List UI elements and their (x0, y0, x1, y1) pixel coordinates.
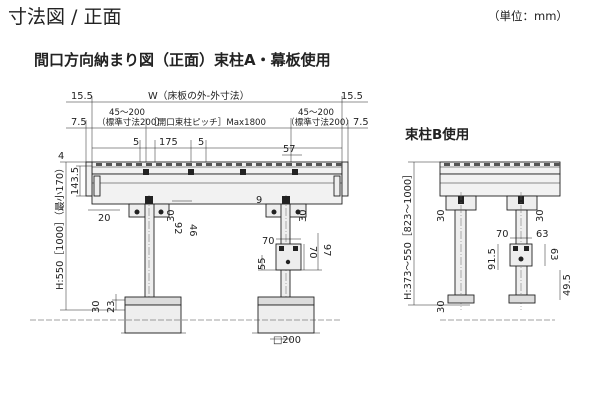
postB-dimensions (408, 161, 470, 306)
dim-7-5-left: 7.5 (71, 117, 87, 128)
deck-slot (156, 163, 162, 166)
postB-dim-63b: 63 (548, 248, 559, 260)
dim-97-detail: 97 (321, 244, 332, 256)
deck-slot (106, 163, 112, 166)
postB-height-label: H:373～550［823～1000］ (402, 169, 414, 300)
postB-dim-70: 70 (496, 229, 508, 240)
deck-slot (216, 163, 222, 166)
postB-dim-63a: 63 (536, 229, 548, 240)
postB-rail (439, 161, 561, 197)
width-label: W（床板の外-外寸法） (148, 89, 249, 102)
dim-15-5-right: 15.5 (341, 91, 363, 102)
deck-slot (464, 163, 470, 166)
dim-30a-mid: 30 (166, 210, 177, 222)
deck-rail (85, 161, 349, 205)
dim-143-5: 143.5 (70, 167, 81, 195)
deck-slot (306, 163, 312, 166)
deck-slot (554, 163, 560, 166)
deck-slot (206, 163, 212, 166)
height-label: H:550［1000］（最小170） (54, 163, 66, 290)
deck-slot (246, 163, 252, 166)
deck-slot (176, 163, 182, 166)
left-dimensions (60, 161, 128, 311)
front-heading: 間口方向納まり図（正面）束柱A・幕板使用 (34, 51, 331, 69)
postB-left (445, 192, 477, 310)
dim-20: 20 (98, 213, 110, 224)
postB-dim-49-5: 49.5 (562, 274, 573, 296)
dim-55-detail: 55 (257, 258, 268, 270)
left-range: 45～200 (109, 108, 145, 118)
deck-slot (166, 163, 172, 166)
right-std: （標準寸法200） (286, 116, 354, 128)
dim-30b-mid: 30 (298, 210, 309, 222)
postB-heading: 束柱B使用 (405, 126, 469, 143)
dim-175: 175 (159, 137, 178, 148)
base-size-label: □200 (273, 335, 301, 346)
dim-5b: 5 (198, 137, 204, 148)
deck-slot (256, 163, 262, 166)
deck-brackets (143, 169, 298, 175)
deck-slot (326, 163, 332, 166)
deck-slot (524, 163, 530, 166)
dim-92: 92 (172, 222, 183, 234)
deck-slot (534, 163, 540, 166)
top-dimensions (66, 96, 368, 162)
page-title: 寸法図 / 正面 (8, 6, 121, 28)
deck-slot (444, 163, 450, 166)
postB-right (497, 192, 546, 310)
deck-slot (146, 163, 152, 166)
deck-slot (474, 163, 480, 166)
deck-slot (196, 163, 202, 166)
deck-slot (236, 163, 242, 166)
deck-slot (186, 163, 192, 166)
dim-30-left: 30 (91, 301, 102, 313)
deck-slot (484, 163, 490, 166)
dim-23: 23 (106, 301, 117, 313)
deck-slot (116, 163, 122, 166)
postB-dim-30a: 30 (436, 210, 447, 222)
dim-70b-detail: 70 (307, 246, 318, 258)
deck-slot (266, 163, 272, 166)
deck-slot (136, 163, 142, 166)
dim-9: 9 (256, 195, 262, 206)
deck-slot (504, 163, 510, 166)
dim-7-5-right: 7.5 (353, 117, 369, 128)
pitch-label: ［開口束柱ピッチ］Max1800 (149, 116, 266, 128)
dim-5a: 5 (133, 137, 139, 148)
deck-slot (286, 163, 292, 166)
dim-4: 4 (58, 151, 64, 162)
deck-slot (276, 163, 282, 166)
postB-slots (444, 163, 560, 166)
dim-46: 46 (187, 224, 198, 236)
postB-dim-30b: 30 (535, 210, 546, 222)
deck-slot (514, 163, 520, 166)
deck-slot (226, 163, 232, 166)
deck-slot (544, 163, 550, 166)
deck-slot (336, 163, 342, 166)
dim-57: 57 (283, 144, 295, 155)
deck-slot (96, 163, 102, 166)
deck-slot (126, 163, 132, 166)
dim-70a-detail: 70 (262, 236, 274, 247)
deck-slot (454, 163, 460, 166)
postB-dim-91-5: 91.5 (487, 248, 498, 270)
post-detail (258, 233, 322, 340)
deck-slot (316, 163, 322, 166)
unit-label: （単位：mm） (488, 9, 568, 23)
post-a-left (121, 195, 186, 334)
left-std: （標準寸法200） (97, 116, 165, 128)
dim-15-5-left: 15.5 (71, 91, 93, 102)
right-range: 45～200 (298, 108, 334, 118)
deck-slot (494, 163, 500, 166)
deck-slots (96, 163, 342, 166)
deck-slot (296, 163, 302, 166)
postB-dim-30c: 30 (436, 301, 447, 313)
